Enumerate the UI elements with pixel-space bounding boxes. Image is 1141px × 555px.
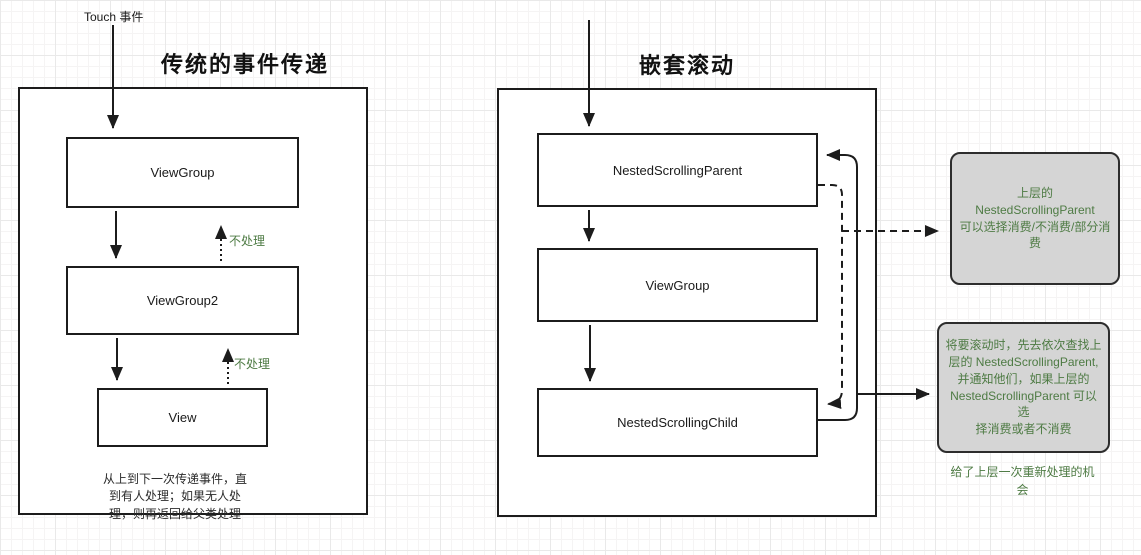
annotation-parent-consume: 上层的 NestedScrollingParent 可以选择消费/不消费/部分消… xyxy=(950,152,1120,285)
annotation-scroll-lookup: 将要滚动时，先去依次查找上 层的 NestedScrollingParent, … xyxy=(937,322,1110,453)
node-viewgroup-1: ViewGroup xyxy=(66,137,299,208)
unhandled-label-1: 不处理 xyxy=(229,234,266,248)
node-nestedscrollingparent: NestedScrollingParent xyxy=(537,133,818,207)
left-diagram-title: 传统的事件传递 xyxy=(160,52,329,77)
node-view: View xyxy=(97,388,268,447)
annotation-caption: 给了上层一次重新处理的机 会 xyxy=(950,465,1095,497)
node-nestedscrollingchild: NestedScrollingChild xyxy=(537,388,818,457)
node-viewgroup-2: ViewGroup2 xyxy=(66,266,299,335)
touch-event-label: Touch 事件 xyxy=(84,10,144,24)
unhandled-label-2: 不处理 xyxy=(234,357,271,371)
right-diagram-title: 嵌套滚动 xyxy=(638,53,735,78)
node-viewgroup-nested: ViewGroup xyxy=(537,248,818,322)
event-flow-note: 从上到下一次传递事件，直 到有人处理；如果无人处 理，则再返回给父类处理 xyxy=(102,472,247,521)
